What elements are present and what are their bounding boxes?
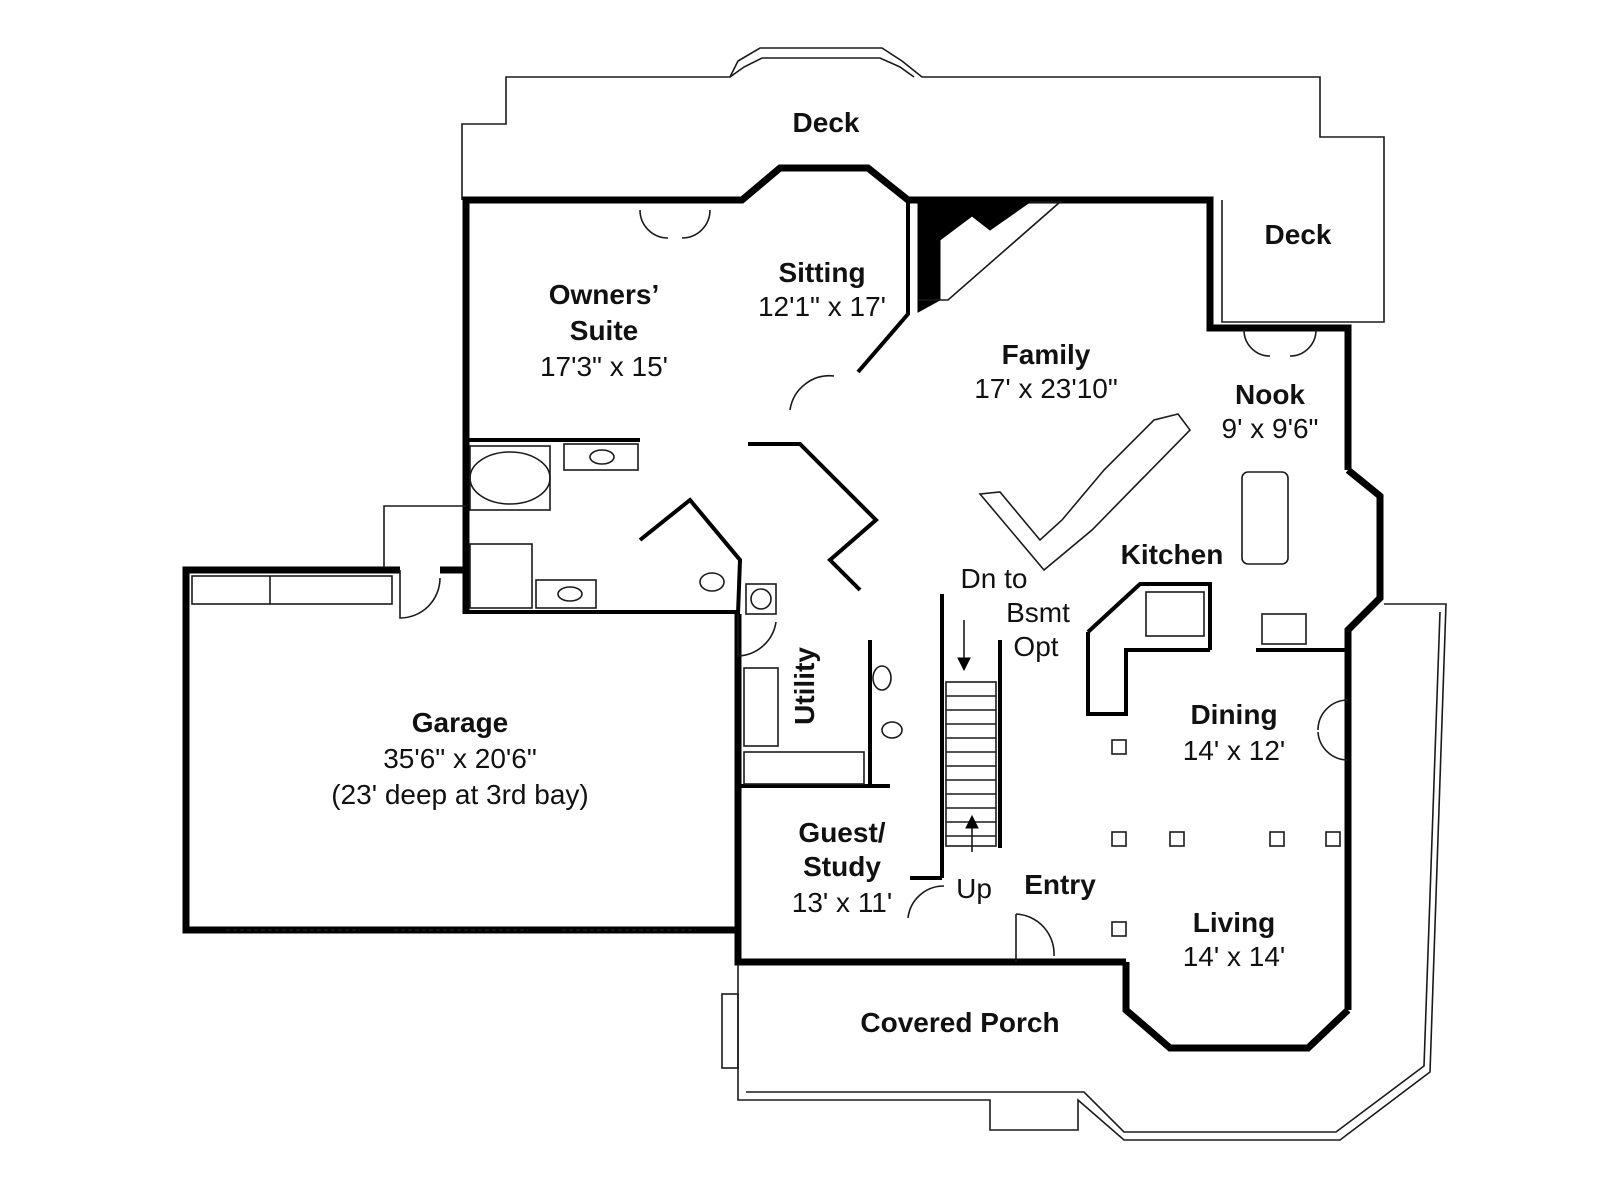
fireplace [917,201,1032,313]
porch-rail-inner [746,611,1441,1133]
garage-side-bump [383,505,466,568]
kitchen-cooktop [1261,613,1307,645]
owners-suite-label-1: Owners’ [549,279,659,310]
stairs-down-label-3: Opt [1013,631,1058,662]
porch-step-left [721,993,739,1069]
garage-shelf [191,575,393,605]
garage-note: (23' deep at 3rd bay) [331,779,589,810]
half-bath-sink [872,665,892,691]
sitting-label: Sitting [778,257,865,288]
deck-top-label: Deck [793,107,860,138]
covered-porch-label: Covered Porch [860,1007,1059,1038]
utility-bench [743,751,865,785]
guest-study-label-2: Study [803,851,881,882]
garage-size: 35'6" x 20'6" [383,743,537,774]
vanity-sink-top [563,443,639,471]
closet-wall-2 [748,442,879,592]
fridge [1145,591,1205,637]
nook-size: 9' x 9'6" [1222,413,1319,444]
guest-study-size: 13' x 11' [792,887,892,918]
kitchen-pantry [1086,632,1210,716]
stairs-up-label: Up [956,873,992,904]
entry-label: Entry [1024,869,1096,900]
vanity-sink-bottom [535,579,597,609]
exterior-wall-south [734,930,1126,966]
stairs-down-label-1: Dn to [961,563,1028,594]
closet-wall [638,497,743,615]
sitting-family-divider [856,200,910,374]
dining-label: Dining [1190,699,1277,730]
living-size: 14' x 14' [1183,941,1286,972]
utility-counter [743,667,779,747]
bathtub [469,451,551,505]
porch-outline [737,603,1447,1141]
kitchen-island [978,413,1192,572]
exterior-wall-north [462,164,1352,614]
deck-bay-inner [729,57,915,78]
nook-table [1241,471,1289,565]
nook-bay-wall [1344,467,1384,1010]
sitting-size: 12'1" x 17' [758,291,886,322]
hearth [918,201,1063,301]
doors [399,209,1349,962]
living-label: Living [1193,907,1275,938]
family-label: Family [1002,339,1091,370]
dining-size: 14' x 12' [1183,735,1286,766]
columns [1111,739,1341,937]
deck-outline-top [461,47,1385,323]
kitchen-wall [1086,582,1212,650]
tub-deck [469,445,551,511]
shower [469,543,533,609]
owners-suite-size: 17'3" x 15' [540,351,668,382]
kitchen-label: Kitchen [1121,539,1224,570]
living-bay-wall [1122,962,1351,1052]
guest-study-label-1: Guest/ [798,817,885,848]
garage-label: Garage [412,707,509,738]
half-bath-toilet [881,721,903,739]
garage-wall [182,566,738,934]
nook-label: Nook [1235,379,1305,410]
family-size: 17' x 23'10" [974,373,1118,404]
stairs-down-label-2: Bsmt [1006,597,1070,628]
staircase [945,620,997,852]
utility-label: Utility [789,647,820,725]
deck-right-label: Deck [1265,219,1332,250]
toilet [699,572,725,592]
owners-suite-label-2: Suite [570,315,638,346]
